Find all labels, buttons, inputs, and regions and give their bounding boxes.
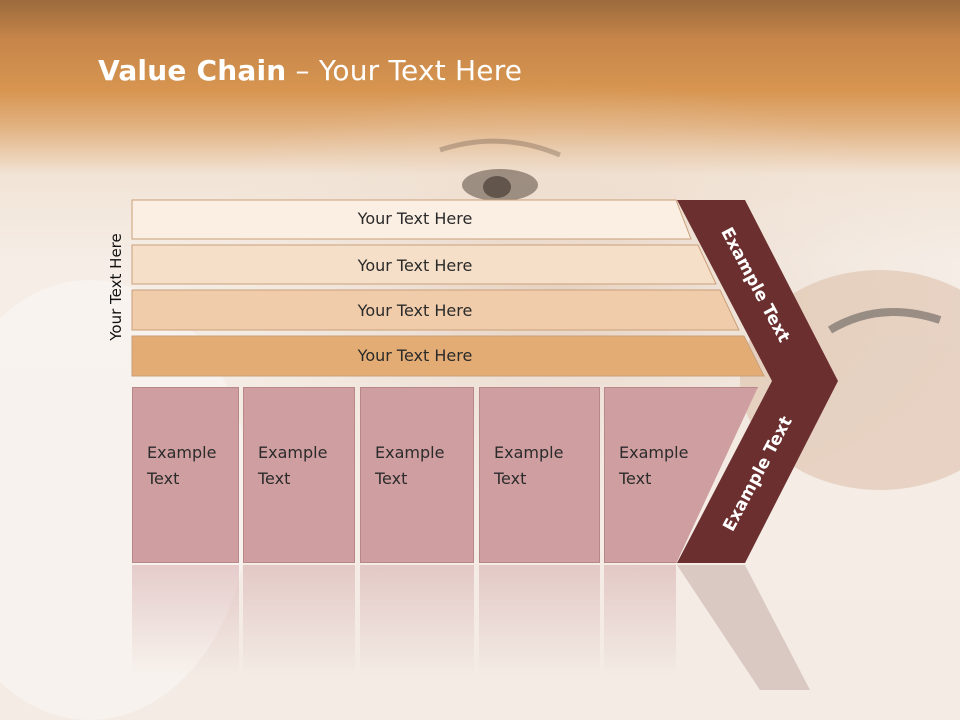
box-4-line1: Example <box>494 443 564 462</box>
row-label-4: Your Text Here <box>357 346 473 365</box>
page-title: Value Chain – Your Text Here <box>98 54 522 87</box>
box-reflection-5 <box>604 565 676 675</box>
box-reflection-2 <box>243 565 355 675</box>
row-label-3: Your Text Here <box>357 301 473 320</box>
box-1-line1: Example <box>147 443 217 462</box>
box-reflection-1 <box>132 565 239 675</box>
chevron-lower <box>677 381 838 563</box>
chevron-reflection <box>677 565 810 690</box>
box-reflection-4 <box>479 565 600 675</box>
row-bar-3 <box>131 289 740 331</box>
box-reflection-3 <box>360 565 474 675</box>
row-label-1: Your Text Here <box>357 209 473 228</box>
box-4-line2: Text <box>494 469 527 488</box>
row-bar-2 <box>131 244 717 285</box>
chevron-upper <box>677 200 838 381</box>
title-bold: Value Chain <box>98 54 287 87</box>
box-2-line1: Example <box>258 443 328 462</box>
box-1-line2: Text <box>147 469 180 488</box>
row-bar-1 <box>131 199 692 240</box>
row-label-2: Your Text Here <box>357 256 473 275</box>
box-2-line2: Text <box>258 469 291 488</box>
box-5-line1: Example <box>619 443 689 462</box>
box-3-line2: Text <box>375 469 408 488</box>
row-bar-4 <box>131 335 765 377</box>
box-3-line1: Example <box>375 443 445 462</box>
title-rest: – Your Text Here <box>286 54 523 87</box>
box-5-line2: Text <box>619 469 652 488</box>
